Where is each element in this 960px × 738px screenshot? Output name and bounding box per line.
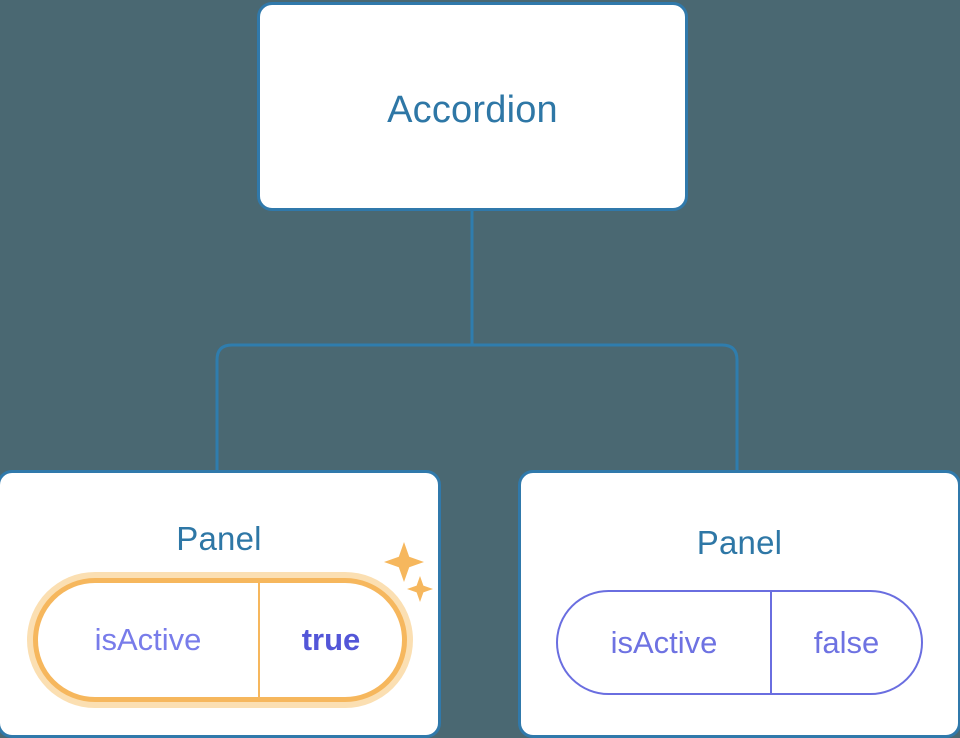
prop-value-label: false <box>813 624 880 660</box>
node-accordion[interactable]: Accordion <box>257 2 688 211</box>
connector-branch-right <box>472 343 739 470</box>
node-accordion-title: Accordion <box>387 89 558 131</box>
node-panel-active-title: Panel <box>176 520 262 557</box>
prop-value-label: true <box>301 622 361 657</box>
prop-pill-isactive-true[interactable]: isActive true <box>33 578 407 702</box>
prop-key-label: isActive <box>38 583 260 697</box>
node-panel-inactive-title: Panel <box>696 524 783 561</box>
prop-key-label: isActive <box>558 592 772 693</box>
connector-branch-left <box>215 343 472 470</box>
prop-pill-isactive-false[interactable]: isActive false <box>556 590 923 695</box>
